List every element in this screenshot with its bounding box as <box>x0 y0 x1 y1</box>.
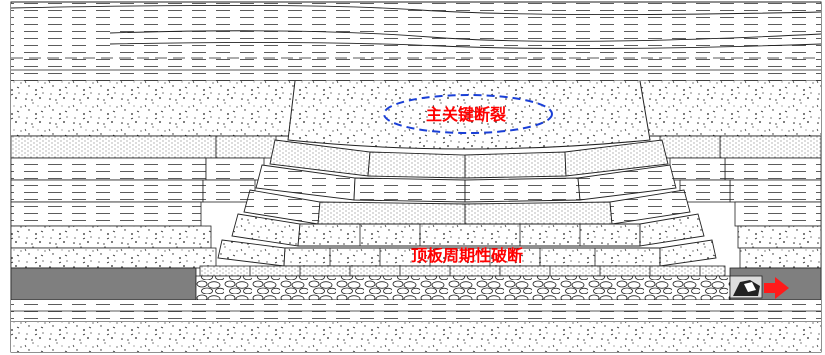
key-stratum-fracture-label: 主关键断裂 <box>426 105 506 124</box>
key-fracture-ellipse <box>383 94 553 134</box>
right-strata <box>659 135 822 269</box>
broken-roof-blocks <box>217 139 717 267</box>
upper-overburden <box>10 3 822 82</box>
left-strata <box>10 135 277 269</box>
shearer-icon <box>729 275 763 299</box>
immediate-roof <box>199 265 726 277</box>
roof-periodic-fracture-label: 顶板周期性破断 <box>411 246 523 265</box>
advance-arrow-icon <box>764 277 789 299</box>
floor-strata <box>11 300 821 352</box>
main-key-stratum <box>11 80 821 150</box>
